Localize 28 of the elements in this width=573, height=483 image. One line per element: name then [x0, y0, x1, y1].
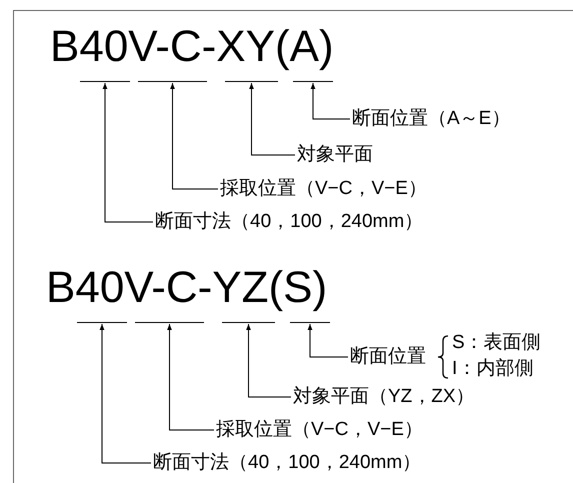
underline-bar	[138, 81, 207, 82]
leader-line	[100, 324, 152, 464]
underline-bar	[80, 81, 130, 82]
field-label: 対象平面（YZ，ZX）	[293, 385, 475, 409]
option-text: I：内部側	[452, 357, 534, 381]
field-label: 断面寸法（40，100，240mm）	[153, 451, 422, 475]
field-label: 採取位置（V−C，V−E）	[216, 418, 423, 442]
underline-bar	[135, 322, 204, 323]
leader-line	[249, 82, 296, 156]
leader-line	[308, 324, 348, 358]
underline-bar	[225, 81, 278, 82]
field-label: 断面位置（A～E）	[352, 107, 510, 131]
leader-line	[310, 82, 350, 120]
field-label: 断面寸法（40，100，240mm）	[155, 210, 424, 234]
field-label: 採取位置（V−C，V−E）	[220, 177, 427, 201]
leader-line	[246, 324, 292, 398]
option-text: S：表面側	[452, 331, 541, 355]
field-label: 対象平面	[297, 143, 373, 167]
underline-bar	[290, 322, 330, 323]
underline-bar	[222, 322, 275, 323]
field-label: 断面位置	[350, 345, 426, 369]
code-label: B40V-C-YZ(S)	[46, 266, 328, 310]
leader-line	[170, 82, 218, 190]
leader-line	[102, 82, 154, 222]
code-label: B40V-C-XY(A)	[50, 25, 334, 69]
underline-bar	[293, 81, 333, 82]
leader-line	[167, 324, 214, 430]
underline-bar	[77, 322, 127, 323]
